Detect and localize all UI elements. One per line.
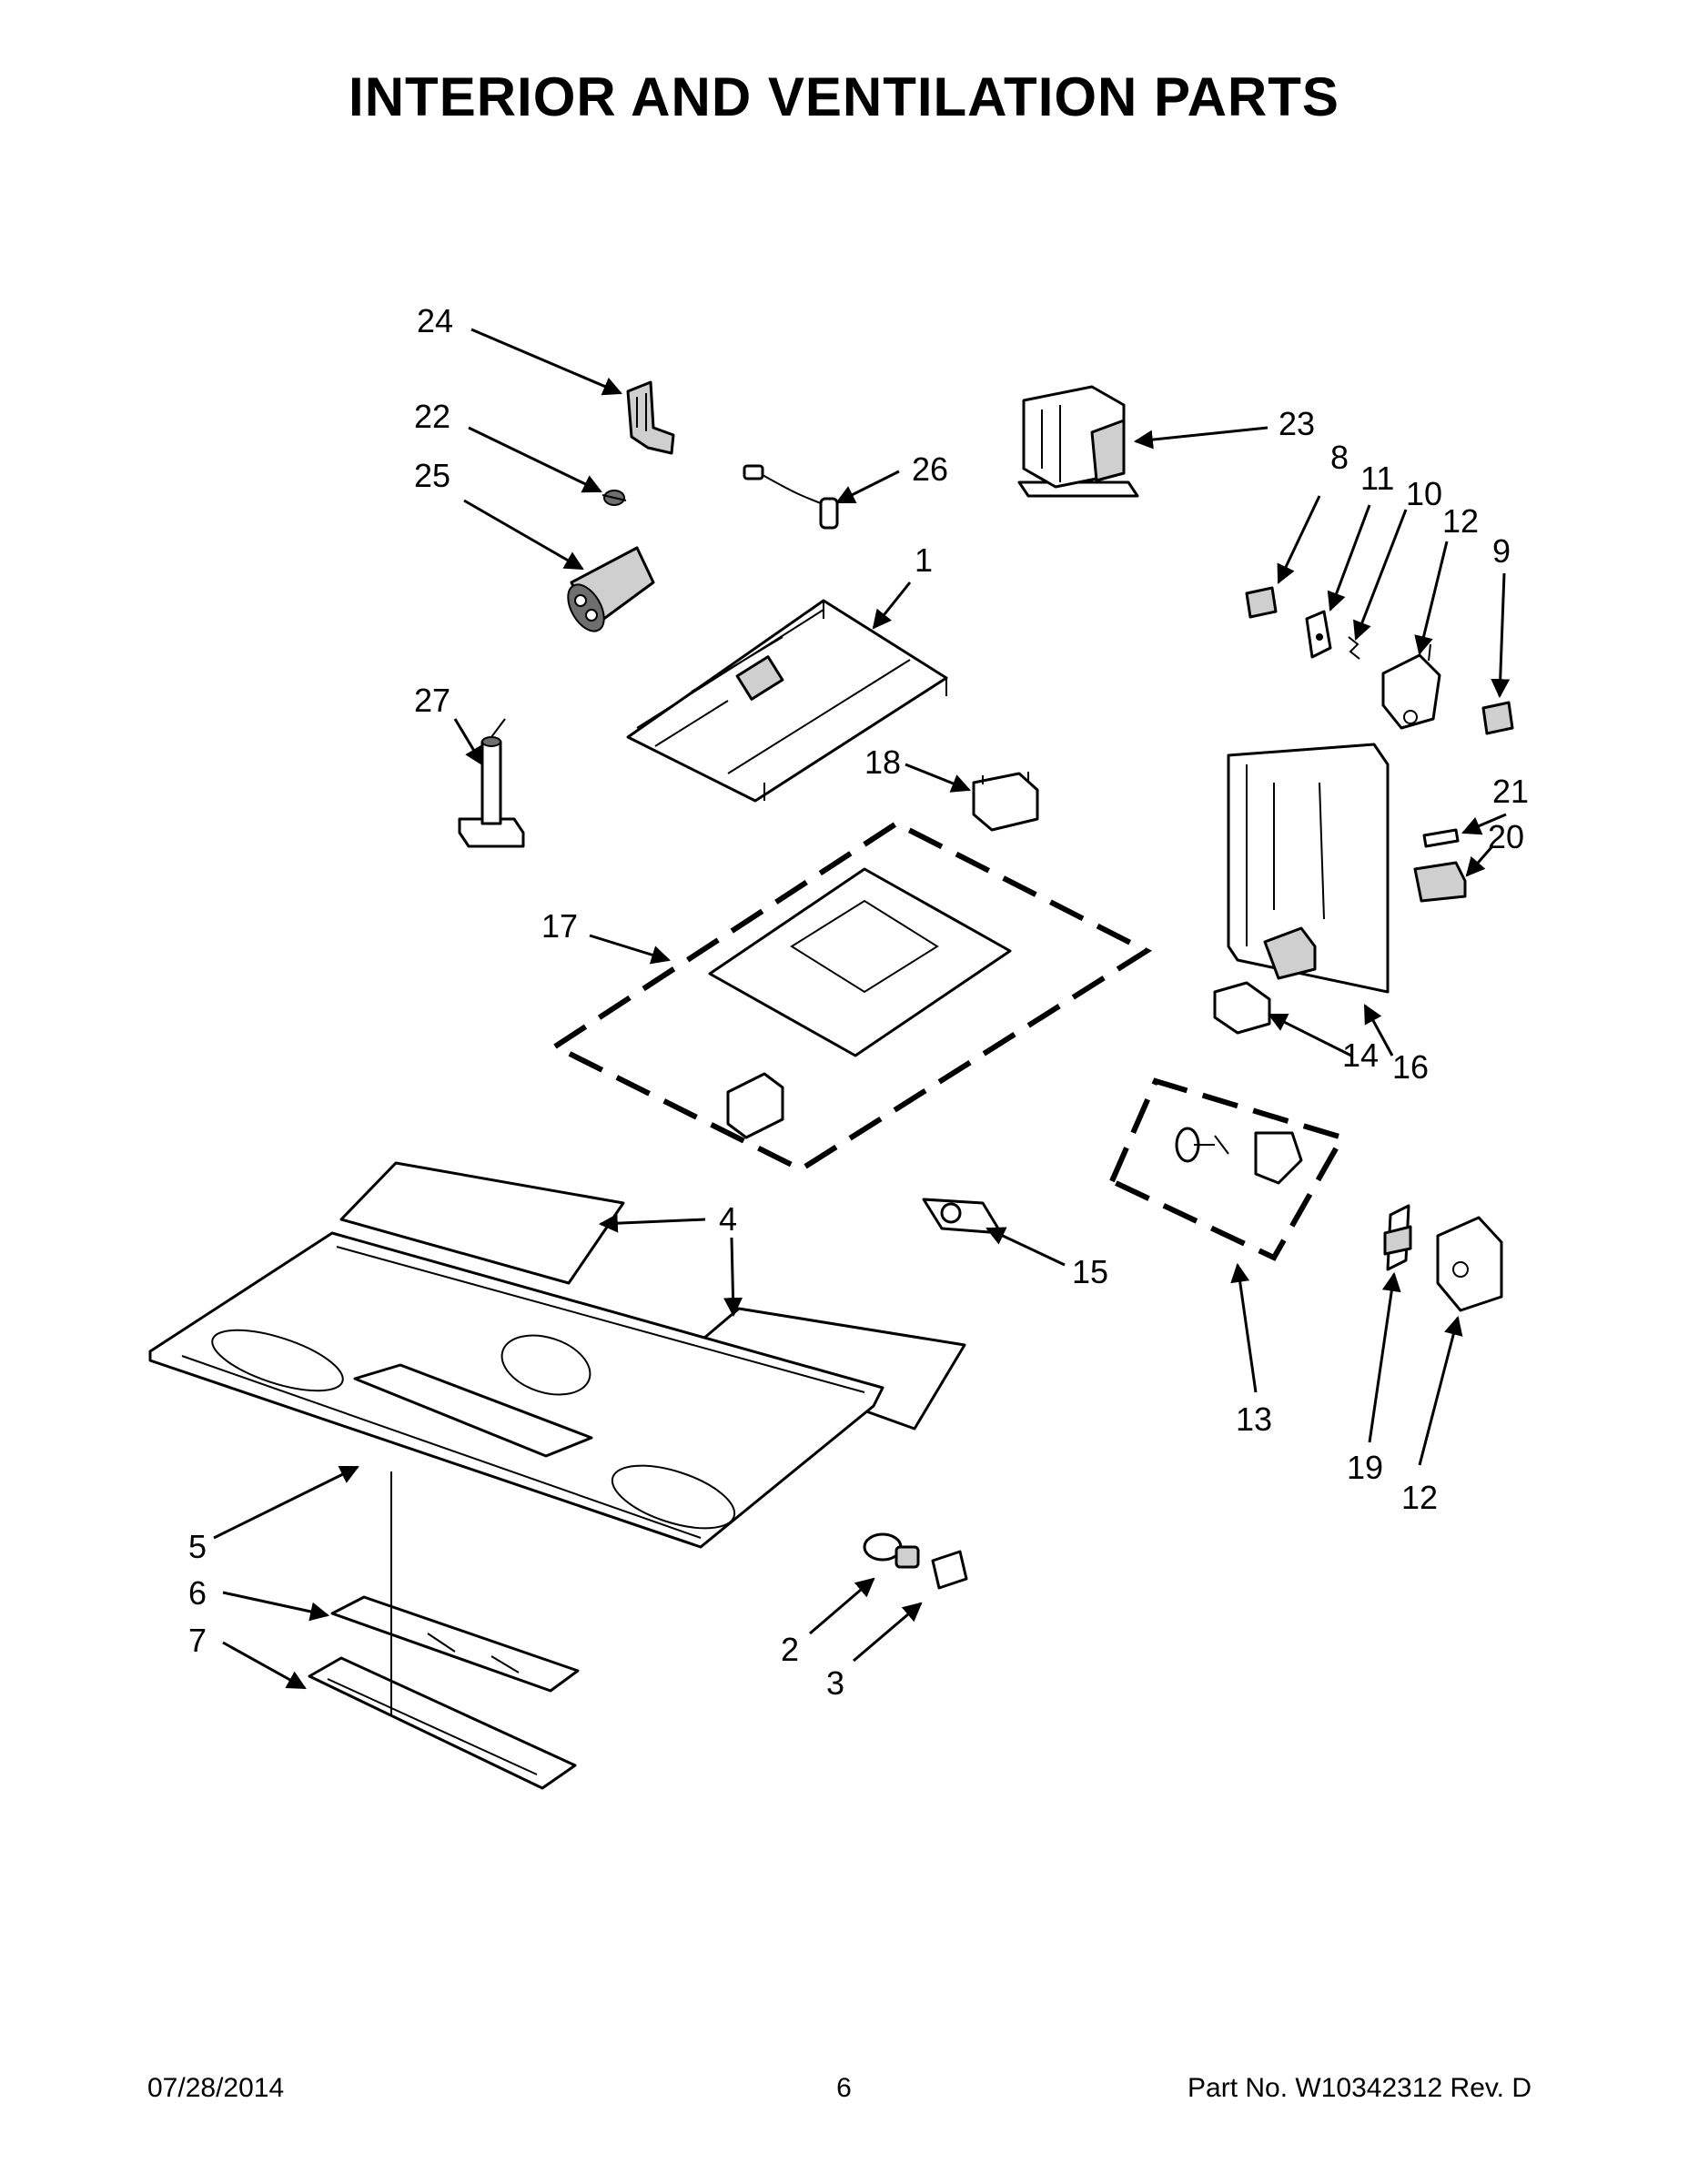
part-22-thermostat [601,490,627,506]
part-24-bracket [626,380,675,455]
callout-10: 10 [1406,475,1442,512]
callout-21: 21 [1492,773,1529,810]
part-9-switch [1481,701,1514,735]
callout-4: 4 [719,1200,737,1238]
part-21-fuse [1422,828,1460,848]
callout-24: 24 [417,302,453,339]
callout-27: 27 [414,682,450,719]
part-27-shaft [458,718,525,848]
page-title: INTERIOR AND VENTILATION PARTS [349,66,1339,127]
part-17-kit [549,820,1153,1173]
part-3-socket [931,1550,968,1590]
part-13-motor-kit [1108,1077,1347,1261]
part-26-diode [743,464,839,530]
callout-20: 20 [1488,818,1524,855]
callout-25: 25 [414,457,450,494]
callout-11: 11 [1360,460,1394,497]
part-11-lever [1305,610,1332,659]
part-12-switch-assembly [1381,636,1441,730]
callout-1: 1 [915,541,933,579]
leader-lines [213,328,1511,1690]
part-4-filters [339,1161,966,1431]
part-12-lower-switch [1436,1216,1503,1312]
part-2-bulb [863,1532,920,1569]
callout-5: 5 [188,1528,207,1565]
callout-3: 3 [826,1664,844,1702]
part-7-grille [308,1656,577,1790]
part-19-switch [1383,1204,1412,1271]
callout-17: 17 [541,907,578,945]
callout-16: 16 [1392,1048,1429,1086]
part-6-filter [330,1595,580,1693]
footer-part-number: Part No. W10342312 Rev. D [1188,2073,1531,2103]
part-16-control-bracket [1227,743,1390,994]
callout-18: 18 [864,743,901,781]
footer-page-number: 6 [836,2073,852,2103]
part-14-module [1213,981,1271,1035]
part-25-capacitor [567,546,655,632]
callout-9: 9 [1492,532,1511,570]
callout-12-lower: 12 [1401,1479,1438,1516]
callout-2: 2 [781,1631,799,1668]
part-1-base-plate [626,599,948,803]
part-10-spring [1348,636,1360,660]
part-8-switch [1245,586,1278,619]
main-vent-panel [148,1231,884,1549]
part-18-relay [972,772,1039,832]
part-23-transformer [1017,385,1139,498]
callout-8: 8 [1330,439,1349,476]
callout-15: 15 [1072,1253,1108,1290]
callout-13: 13 [1236,1400,1272,1438]
footer-date: 07/28/2014 [147,2073,285,2103]
callout-26: 26 [912,450,948,488]
part-20-fuse-holder [1413,861,1467,903]
callout-22: 22 [414,398,450,435]
callout-labels: 24 22 25 26 23 1 8 11 10 12 9 27 18 21 2… [188,302,1529,1702]
callout-19: 19 [1347,1449,1383,1486]
callout-14: 14 [1342,1036,1379,1074]
callout-7: 7 [188,1622,207,1659]
callout-12-upper: 12 [1442,502,1479,540]
callout-6: 6 [188,1574,207,1612]
callout-23: 23 [1279,405,1315,442]
